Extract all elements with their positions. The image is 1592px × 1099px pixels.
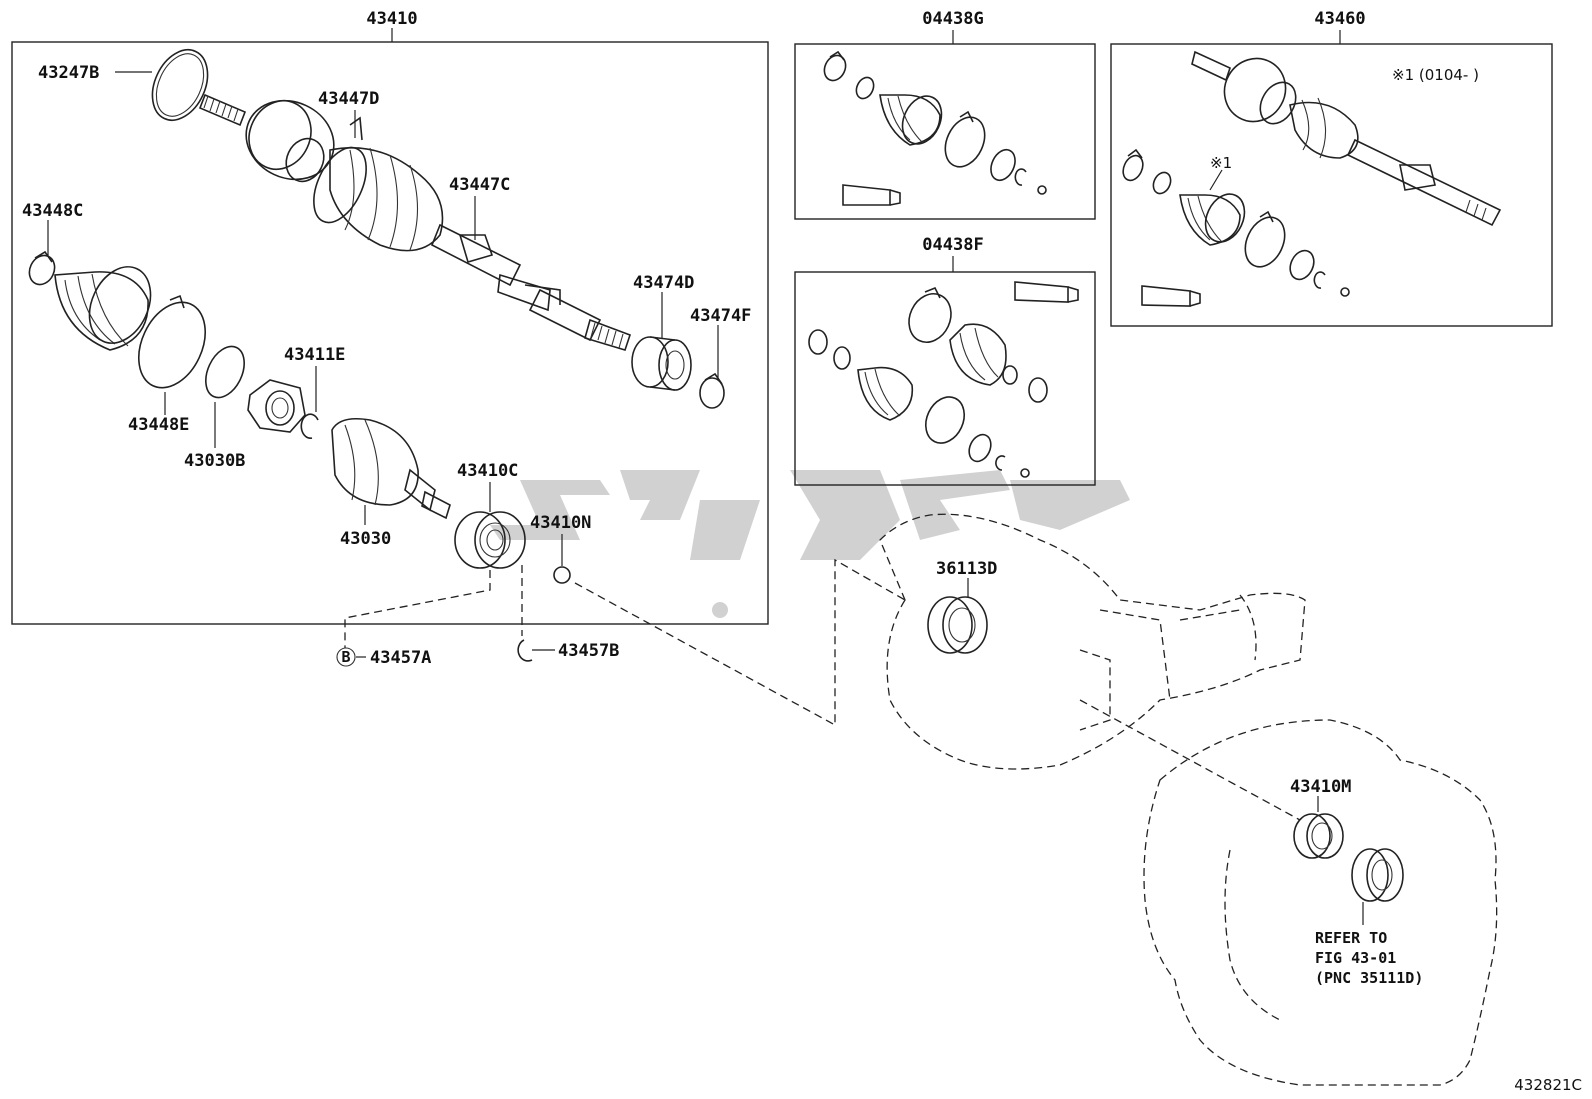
label-43410N: 43410N (530, 513, 591, 533)
part-43030-inner-joint (331, 417, 451, 520)
figure-number: 432821C (1514, 1076, 1582, 1094)
circle-mark-B (336, 647, 356, 667)
part-36113D-seal (927, 596, 988, 654)
leader-43457A (344, 570, 491, 648)
part-43474F-clip (699, 372, 725, 409)
drive-shaft-main (198, 93, 632, 351)
part-43410M-bearing (1293, 813, 1344, 859)
group-label-04438G: 04438G (922, 9, 983, 29)
reference-line-3: (PNC 35111D) (1315, 969, 1423, 987)
leader-to-housing (574, 558, 906, 727)
label-43457A: 43457A (370, 648, 431, 668)
part-43410N-oring (553, 566, 571, 584)
rh-mark: ※1 (1210, 154, 1232, 172)
label-43247B: 43247B (38, 63, 99, 83)
part-43474D-damper (631, 336, 692, 391)
watermark-logo (490, 470, 1130, 618)
label-43410C: 43410C (457, 461, 518, 481)
label-43447C: 43447C (449, 175, 510, 195)
leader-to-43410M (1079, 699, 1301, 821)
label-43410M: 43410M (1290, 777, 1351, 797)
label-43474D: 43474D (633, 273, 694, 293)
group-label-04438F: 04438F (922, 235, 983, 255)
reference-line-2: FIG 43-01 (1315, 949, 1396, 967)
rh-shaft-parts (1122, 50, 1502, 307)
part-43030B-ring (205, 345, 245, 399)
label-43457B: 43457B (558, 641, 619, 661)
part-35111D-seal (1351, 848, 1404, 902)
differential-housing (879, 513, 1306, 770)
label-43030: 43030 (340, 529, 391, 549)
circle-mark-letter: B (341, 648, 350, 666)
boot-inner (54, 266, 152, 351)
part-43247B-ring (151, 49, 209, 121)
label-43448E: 43448E (128, 415, 189, 435)
reference-line-1: REFER TO (1315, 929, 1387, 947)
rh-note: ※1 (0104- ) (1392, 66, 1479, 84)
rh-shaft-frame (1110, 43, 1553, 327)
label-36113D: 36113D (936, 559, 997, 579)
main-assembly-frame (11, 41, 769, 625)
part-tripod-joint (247, 379, 306, 433)
label-43447D: 43447D (318, 89, 379, 109)
part-43457B-ring (517, 639, 533, 662)
boot-kit-g-parts (823, 50, 1047, 206)
part-43411E-ring (300, 413, 319, 440)
part-43448E-band (138, 294, 206, 389)
boot-kit-g-frame (794, 43, 1096, 220)
label-43411E: 43411E (284, 345, 345, 365)
part-43448C-clamp (28, 250, 56, 286)
label-43474F: 43474F (690, 306, 751, 326)
transaxle-housing (1143, 719, 1498, 1086)
part-43410C-bearing (454, 511, 526, 569)
boot-kit-f-parts (808, 281, 1079, 478)
label-43448C: 43448C (22, 201, 83, 221)
group-label-43410: 43410 (366, 9, 417, 29)
group-label-43460: 43460 (1314, 9, 1365, 29)
boot-kit-f-frame (794, 271, 1096, 486)
label-43030B: 43030B (184, 451, 245, 471)
